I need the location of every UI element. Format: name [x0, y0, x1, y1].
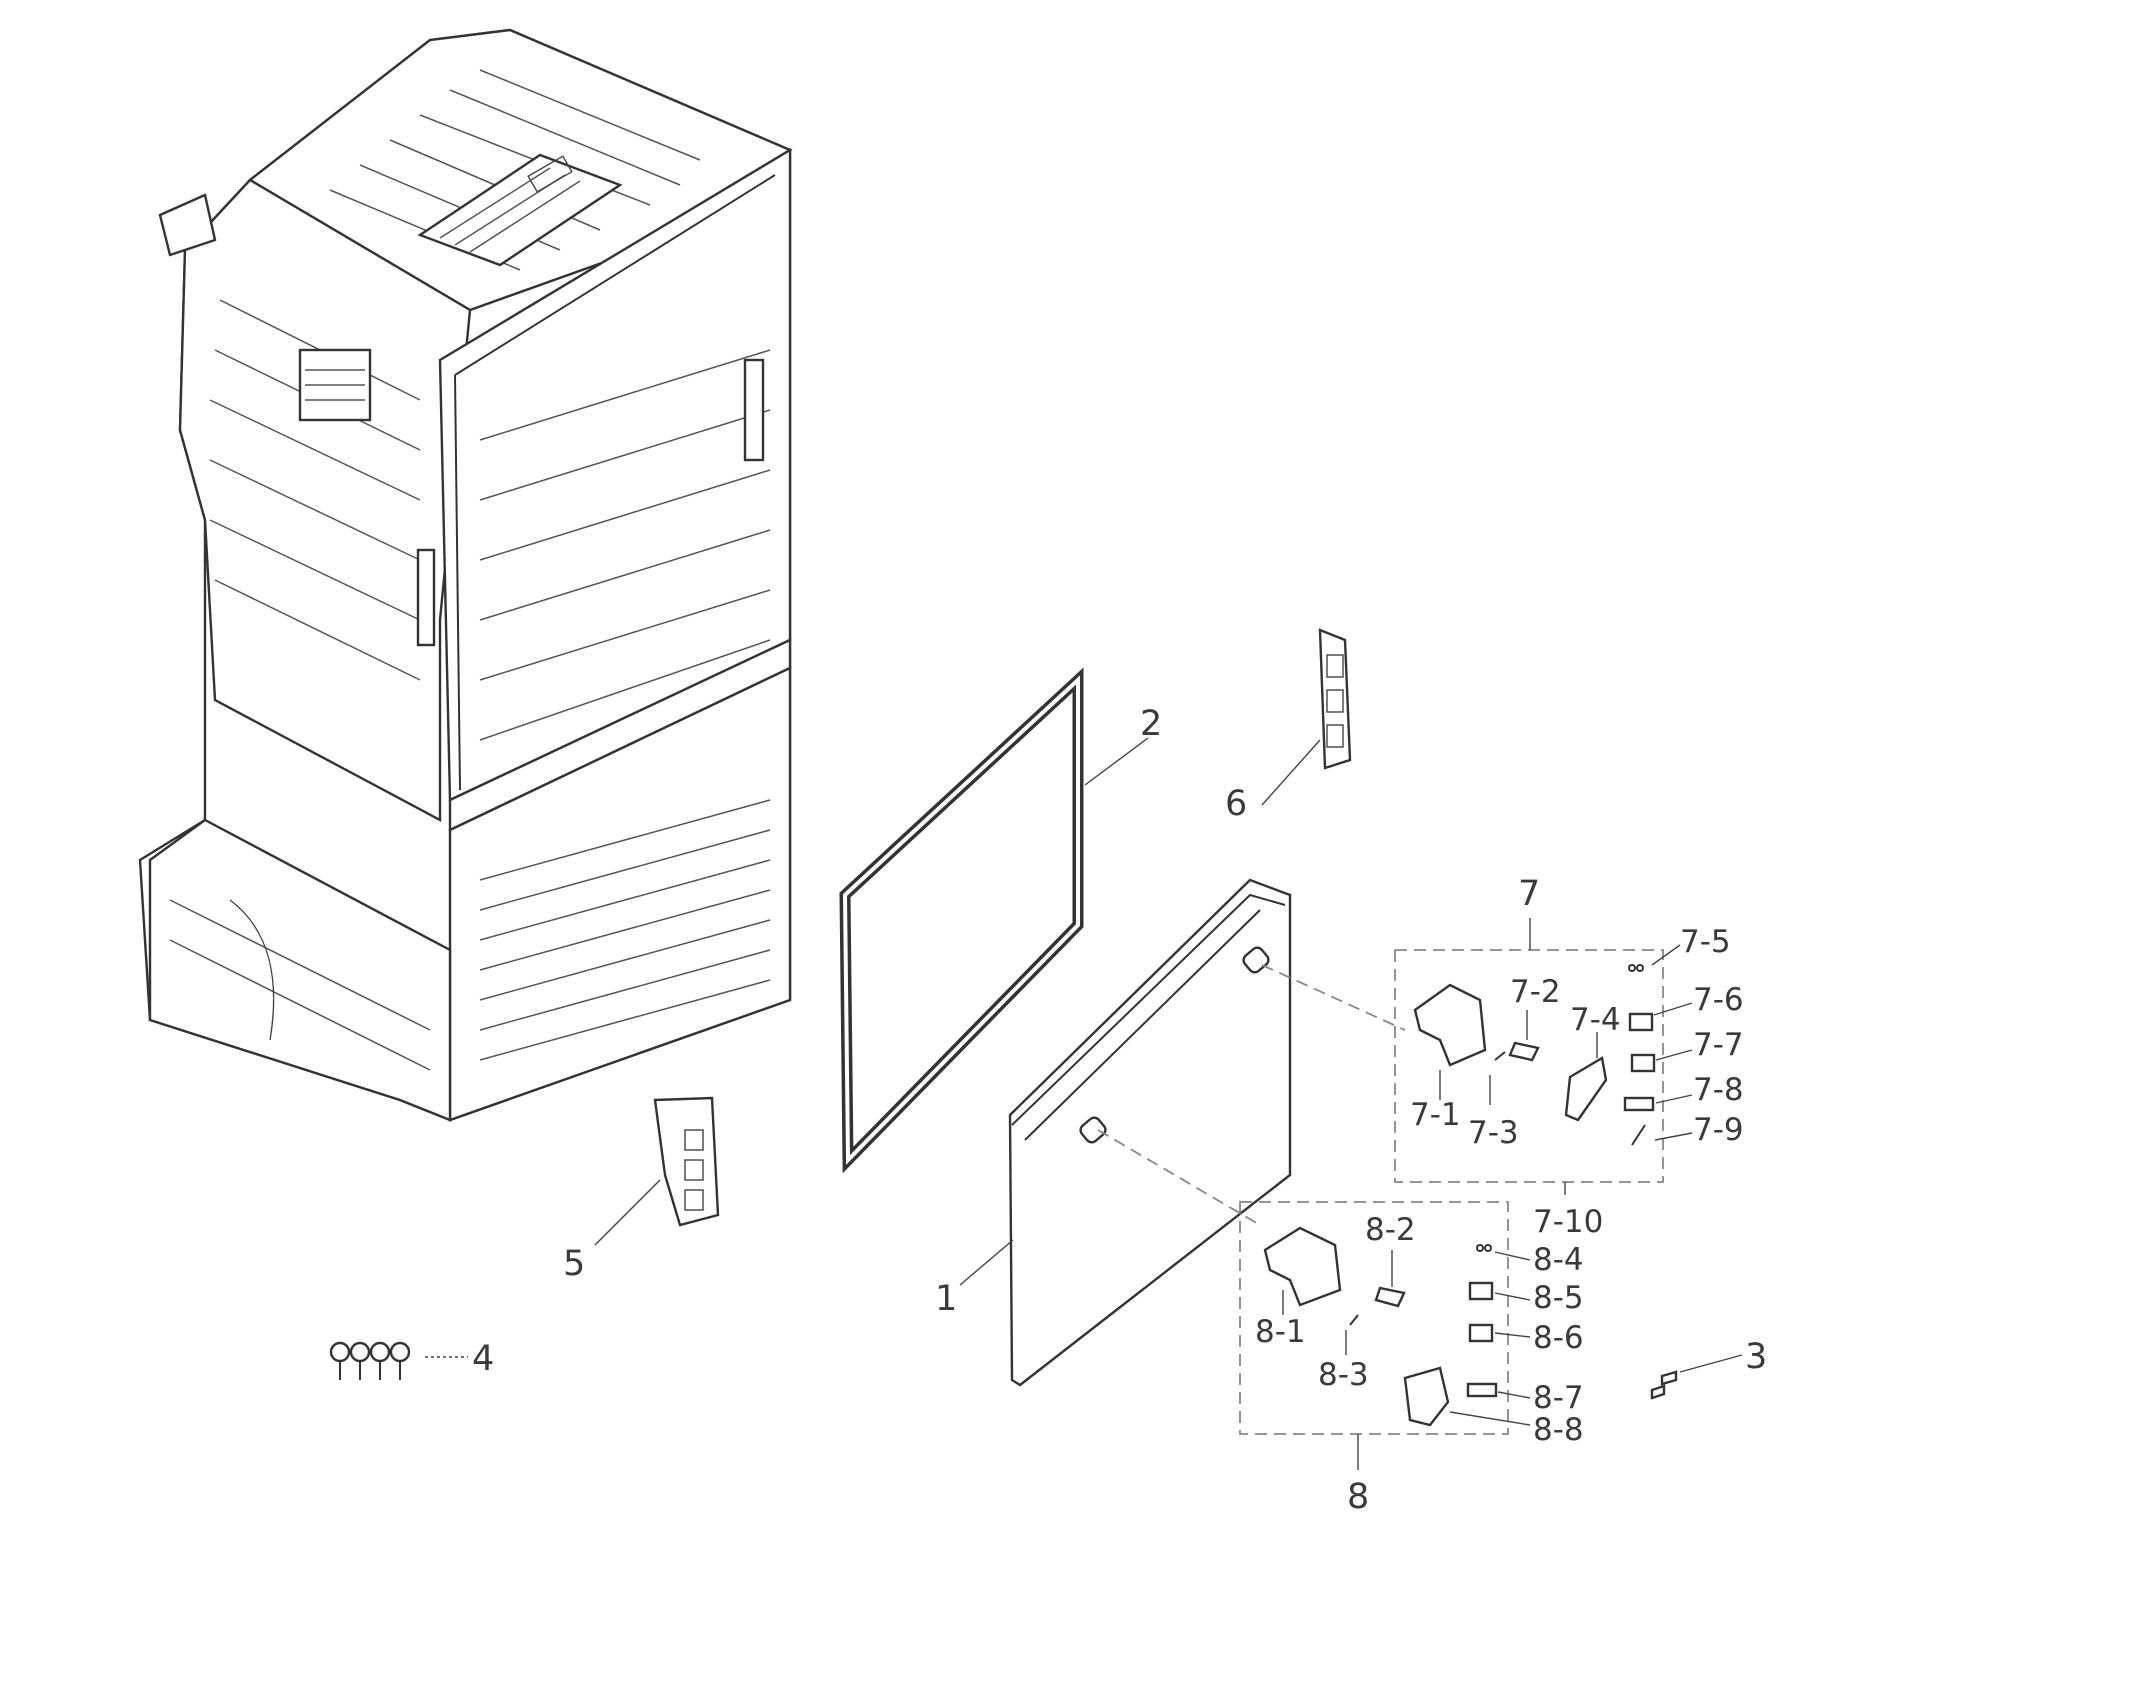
bracket-6 — [1318, 628, 1352, 770]
assembly-7-frame — [1394, 949, 1664, 1183]
callout-7-3: 7-3 — [1468, 1115, 1519, 1151]
freezer-door — [1008, 878, 1292, 1387]
leader-5 — [594, 1179, 661, 1246]
callout-8: 8 — [1347, 1477, 1369, 1517]
bracket-5 — [653, 1096, 720, 1227]
callout-7-7: 7-7 — [1693, 1027, 1744, 1063]
part-8-2 — [1374, 1286, 1406, 1308]
part-8-1 — [1263, 1226, 1342, 1307]
part-7-5 — [1628, 964, 1636, 972]
callout-4: 4 — [472, 1339, 494, 1379]
refrigerator-cabinet — [138, 28, 793, 1122]
callout-7-10: 7-10 — [1533, 1204, 1603, 1240]
assembly-7-parts — [1413, 944, 1693, 1146]
part-7-4 — [1564, 1056, 1608, 1122]
part-8-4 — [1476, 1244, 1484, 1252]
door-slot-upper — [1242, 946, 1270, 974]
callout-3: 3 — [1745, 1337, 1767, 1377]
freezer-interior-ribs — [479, 799, 771, 1061]
assembly-line-7 — [1261, 964, 1406, 1031]
door-gasket — [839, 667, 1084, 1174]
machine-compartment — [148, 818, 452, 1122]
assembly-8-frame — [1239, 1201, 1509, 1435]
top-control-panel — [417, 153, 623, 267]
callout-8-5: 8-5 — [1533, 1280, 1584, 1316]
part-8-5 — [1468, 1281, 1494, 1301]
side-rail-right — [743, 358, 765, 462]
assembly-8-parts — [1263, 1226, 1531, 1427]
leader-2 — [1084, 737, 1149, 786]
part-8-6 — [1468, 1323, 1494, 1343]
callout-8-2: 8-2 — [1365, 1212, 1416, 1248]
callout-2: 2 — [1140, 704, 1162, 744]
leader-6 — [1261, 739, 1321, 806]
callout-8-1: 8-1 — [1255, 1314, 1306, 1350]
side-rail-left — [416, 548, 436, 647]
door-slot-lower — [1079, 1116, 1107, 1144]
callout-7-2: 7-2 — [1510, 974, 1561, 1010]
part-7-3 — [1494, 1051, 1506, 1061]
part-7-6 — [1628, 1012, 1654, 1032]
leader-3 — [1679, 1354, 1743, 1373]
part-7-1 — [1413, 983, 1487, 1067]
callout-8-7: 8-7 — [1533, 1380, 1584, 1416]
leader-1 — [959, 1239, 1014, 1286]
callout-8-6: 8-6 — [1533, 1320, 1584, 1356]
part-7-7 — [1630, 1053, 1656, 1073]
screws-4 — [329, 1341, 411, 1380]
callout-8-3: 8-3 — [1318, 1357, 1369, 1393]
callout-7-6: 7-6 — [1693, 982, 1744, 1018]
assembly-line-8 — [1097, 1129, 1261, 1226]
callout-7-8: 7-8 — [1693, 1072, 1744, 1108]
fresh-food-interior-ribs — [479, 349, 771, 741]
part-8-3 — [1349, 1314, 1359, 1326]
part-8-8 — [1403, 1366, 1450, 1427]
part-7-9 — [1631, 1124, 1646, 1146]
part-7-2 — [1508, 1041, 1540, 1062]
callout-8-4: 8-4 — [1533, 1242, 1584, 1278]
callout-6: 6 — [1225, 784, 1247, 824]
callout-7-9: 7-9 — [1693, 1112, 1744, 1148]
screws-3 — [1650, 1370, 1678, 1400]
callout-7-5: 7-5 — [1680, 924, 1731, 960]
callout-7-1: 7-1 — [1410, 1097, 1461, 1133]
callout-5: 5 — [563, 1244, 585, 1284]
part-7-8 — [1623, 1096, 1655, 1112]
callout-8-8: 8-8 — [1533, 1412, 1584, 1448]
callout-7-4: 7-4 — [1570, 1002, 1621, 1038]
part-8-7 — [1466, 1382, 1498, 1398]
callout-7: 7 — [1518, 874, 1540, 914]
callout-1: 1 — [935, 1279, 957, 1319]
